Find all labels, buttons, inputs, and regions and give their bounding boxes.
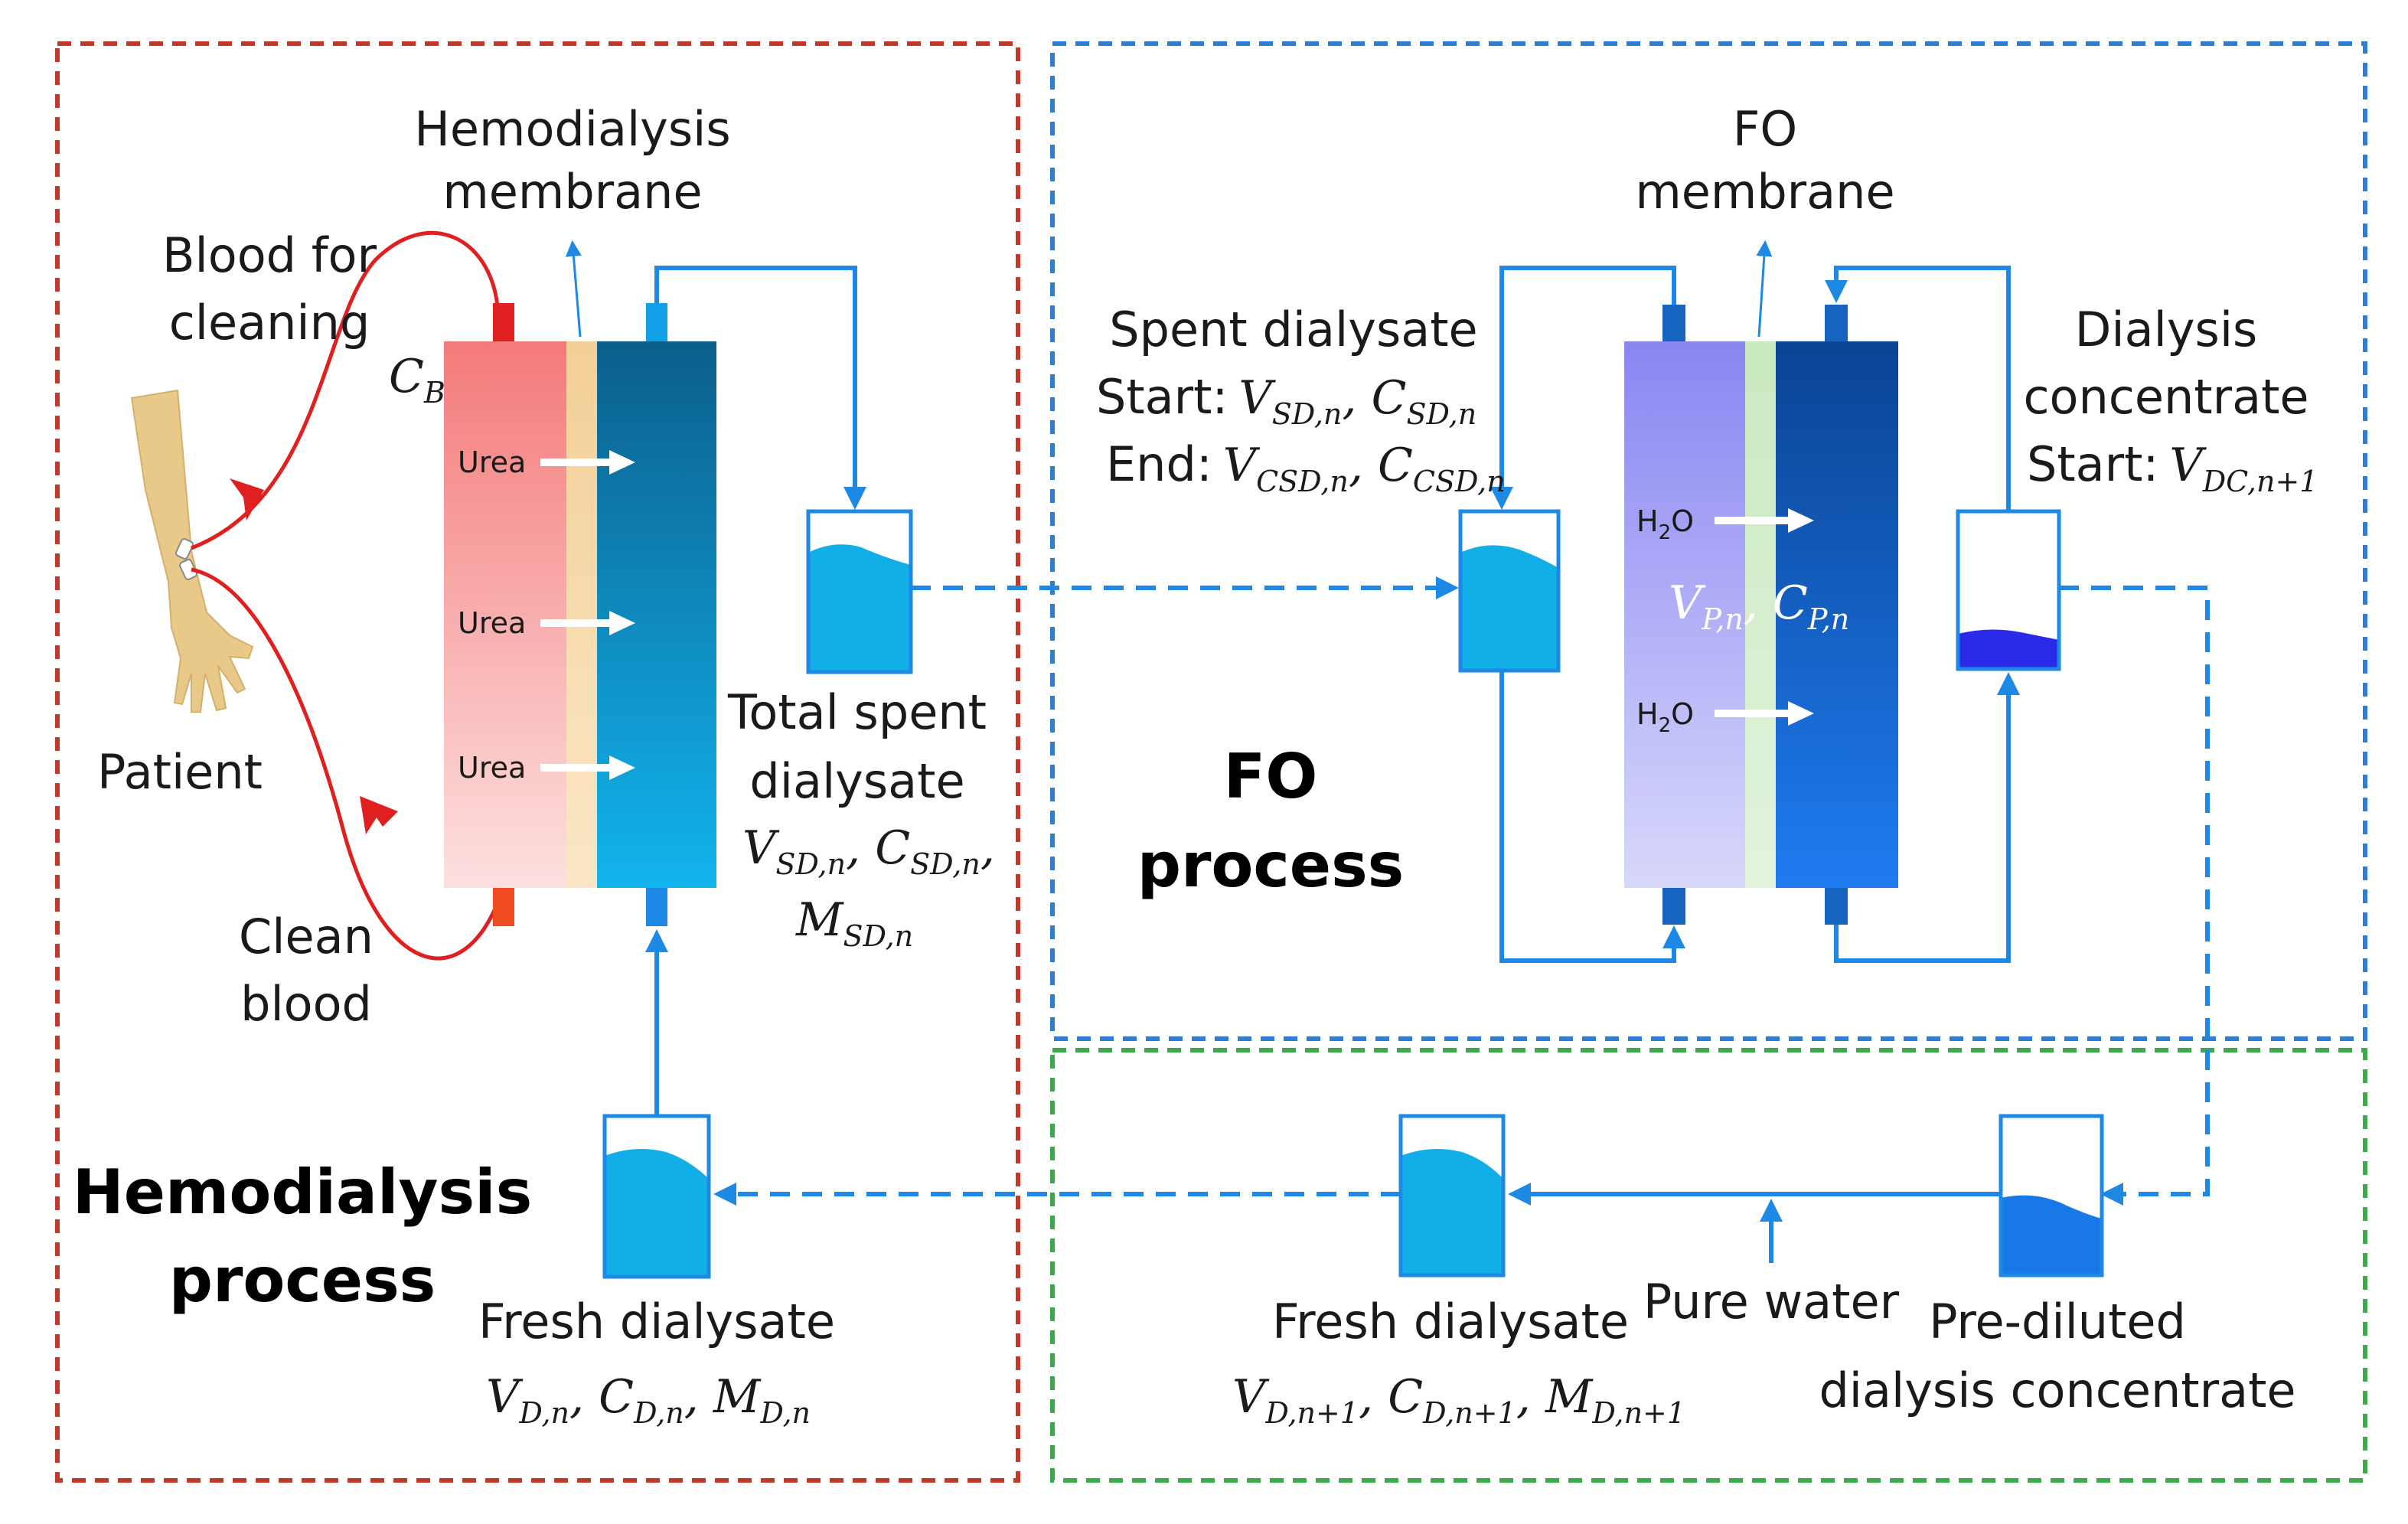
total-spent-dialysate-tank xyxy=(806,509,913,674)
total-spent-dialysate-vars: VSD,n, CSD,n, xyxy=(742,821,995,881)
water-label: H2O xyxy=(1636,504,1694,544)
permeate-vars: VP,n, CP,n xyxy=(1669,576,1849,636)
blood-for-cleaning-label: cleaning xyxy=(169,295,370,351)
fo-feed-supply-pipe xyxy=(1499,671,1685,963)
total-spent-dialysate-mass: MSD,n xyxy=(795,893,913,953)
fo-draw-return-pipe xyxy=(1825,266,2011,511)
dialysis-concentrate-label: Dialysis xyxy=(2075,302,2258,357)
hd-membrane-pointer xyxy=(565,240,582,338)
urea-transfer-arrows xyxy=(540,450,635,780)
fo-draw-compartment xyxy=(1776,341,1898,888)
fo-draw-supply-pipe xyxy=(1834,672,2020,963)
total-spent-dialysate-label: Total spent xyxy=(727,684,987,740)
blood-inlet-port xyxy=(493,303,514,341)
clean-blood-label: Clean xyxy=(239,909,374,964)
pure-water-label: Pure water xyxy=(1643,1274,1900,1330)
spent-dialysate-pipe xyxy=(654,266,866,510)
blood-return-tube xyxy=(191,567,500,961)
hemodialysis-membrane-layer xyxy=(566,341,597,888)
prep-fresh-dialysate-vars: VD,n+1, CD,n+1, MD,n+1 xyxy=(1232,1370,1685,1430)
blood-flow-arrow-up-icon xyxy=(230,478,264,521)
hd-process-title: process xyxy=(169,1245,436,1316)
total-spent-dialysate-label: dialysate xyxy=(749,753,964,809)
water-label: H2O xyxy=(1636,697,1694,737)
blood-out-tube xyxy=(191,230,500,550)
dialysis-concentrate-tank xyxy=(1956,509,2061,671)
fo-draw-port-bottom xyxy=(1825,888,1848,925)
fo-feed-tank xyxy=(1458,509,1561,673)
urea-label: Urea xyxy=(458,445,526,479)
urea-label: Urea xyxy=(458,606,526,640)
blood-for-cleaning-label: Blood for xyxy=(162,227,377,283)
concentrate-to-prep-dashed-pipe xyxy=(2059,586,2210,1206)
prep-fresh-dialysate-label: Fresh dialysate xyxy=(1272,1294,1629,1349)
patient-label: Patient xyxy=(97,744,263,800)
patient-arm-icon xyxy=(130,389,254,713)
prediluted-concentrate-label: Pre-diluted xyxy=(1929,1294,2186,1349)
fresh-dialysate-tank xyxy=(602,1114,711,1279)
prediluted-concentrate-label: dialysis concentrate xyxy=(1819,1362,2295,1418)
fo-feed-return-pipe xyxy=(1490,266,1676,510)
dialysate-inlet-port xyxy=(646,888,667,926)
fo-feed-compartment xyxy=(1624,341,1745,888)
dialysis-concentrate-start: Start:VDC,n+1 xyxy=(2027,436,2318,498)
fo-membrane-layer xyxy=(1745,341,1776,888)
spent-dialysate-label: Spent dialysate xyxy=(1109,302,1477,357)
fo-region xyxy=(1050,41,2367,1041)
spent-dialysate-end: End:VCSD,n, CCSD,n xyxy=(1106,436,1506,498)
fo-feed-port-top xyxy=(1662,305,1685,341)
hd-membrane-label: membrane xyxy=(442,164,702,220)
preparation-region xyxy=(1050,1048,2367,1483)
dialysate-outlet-port xyxy=(646,303,667,341)
prep-fresh-dialysate-tank xyxy=(1398,1114,1506,1278)
fo-process-title: process xyxy=(1137,830,1405,901)
blood-flow-arrow-down-icon xyxy=(360,796,398,834)
urea-label: Urea xyxy=(458,751,526,785)
blood-outlet-port xyxy=(493,888,514,926)
cb-label: CB xyxy=(389,350,445,410)
fo-membrane-label: FO xyxy=(1733,101,1797,157)
fo-process-title: FO xyxy=(1224,741,1318,812)
fo-feed-port-bottom xyxy=(1662,888,1685,925)
hemodialysis-region xyxy=(55,41,1020,1483)
fo-draw-port-top xyxy=(1825,305,1848,341)
water-transfer-arrows xyxy=(1715,508,1814,726)
fresh-dialysate-label: Fresh dialysate xyxy=(478,1294,835,1349)
dialysis-concentrate-label: concentrate xyxy=(2023,369,2308,425)
fresh-dialysate-vars: VD,n, CD,n, MD,n xyxy=(486,1370,811,1430)
spent-dialysate-start: Start:VSD,n, CSD,n xyxy=(1096,369,1476,431)
blood-compartment xyxy=(444,341,566,888)
fo-membrane-pointer xyxy=(1756,240,1773,338)
hd-membrane-label: Hemodialysis xyxy=(414,101,730,157)
hd-process-title: Hemodialysis xyxy=(73,1157,532,1228)
prediluted-concentrate-tank xyxy=(1999,1114,2104,1278)
fo-membrane-label: membrane xyxy=(1635,164,1894,220)
clean-blood-label: blood xyxy=(240,976,372,1032)
